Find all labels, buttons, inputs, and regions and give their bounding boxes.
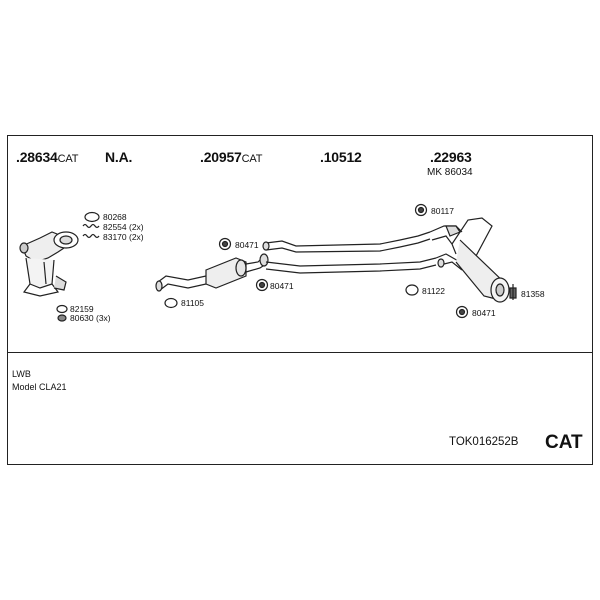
rubber-mount-icon-80471b bbox=[255, 278, 269, 292]
diagram-divider bbox=[7, 352, 593, 353]
rear-silencer-icon bbox=[429, 217, 510, 303]
nut-icon bbox=[57, 314, 67, 322]
middle-pipe-lower-icon bbox=[265, 257, 437, 274]
catalytic-manifold-icon bbox=[19, 231, 79, 297]
callout-80471-b: 80471 bbox=[270, 281, 294, 291]
callout-80471-a: 80471 bbox=[235, 240, 259, 250]
callout-80268: 80268 bbox=[103, 212, 127, 222]
part-number-22963: .22963 bbox=[430, 149, 472, 165]
callout-82554: 82554 (2x) bbox=[103, 222, 144, 232]
diagram-code: TOK016252B bbox=[449, 436, 519, 448]
callout-81122: 81122 bbox=[422, 286, 446, 296]
rubber-mount-icon-80117 bbox=[414, 203, 428, 217]
part-number-na: N.A. bbox=[105, 149, 133, 165]
gasket-ring-icon-81122 bbox=[405, 284, 419, 296]
part-number-28634: .28634CAT bbox=[16, 149, 79, 165]
footer-line-lwb: LWB bbox=[12, 369, 31, 379]
spring-icon bbox=[82, 223, 100, 229]
callout-81358: 81358 bbox=[521, 289, 545, 299]
diagram-frame bbox=[7, 135, 593, 465]
middle-pipe-upper-icon bbox=[262, 231, 431, 253]
gasket-small-icon bbox=[56, 304, 68, 314]
callout-80630: 80630 (3x) bbox=[70, 313, 111, 323]
callout-80471-c: 80471 bbox=[472, 308, 496, 318]
callout-83170: 83170 (2x) bbox=[103, 232, 144, 242]
footer-line-model: Model CLA21 bbox=[12, 382, 67, 392]
mk-note: MK 86034 bbox=[427, 167, 473, 178]
part-number-20957: .20957CAT bbox=[200, 149, 263, 165]
rubber-mount-icon-80471c bbox=[455, 305, 469, 319]
gasket-ring-icon bbox=[84, 211, 100, 223]
callout-82159: 82159 bbox=[70, 304, 94, 314]
spring-icon-2 bbox=[82, 233, 100, 239]
cat-tag: CAT bbox=[545, 432, 583, 453]
clamp-icon-81358 bbox=[509, 284, 517, 300]
gasket-ring-icon-81105 bbox=[164, 297, 178, 309]
front-pipe-resonator-icon bbox=[155, 253, 269, 292]
part-number-10512: .10512 bbox=[320, 149, 362, 165]
rubber-mount-icon-80471a bbox=[218, 237, 232, 251]
callout-81105: 81105 bbox=[181, 298, 205, 308]
callout-80117: 80117 bbox=[431, 206, 455, 216]
